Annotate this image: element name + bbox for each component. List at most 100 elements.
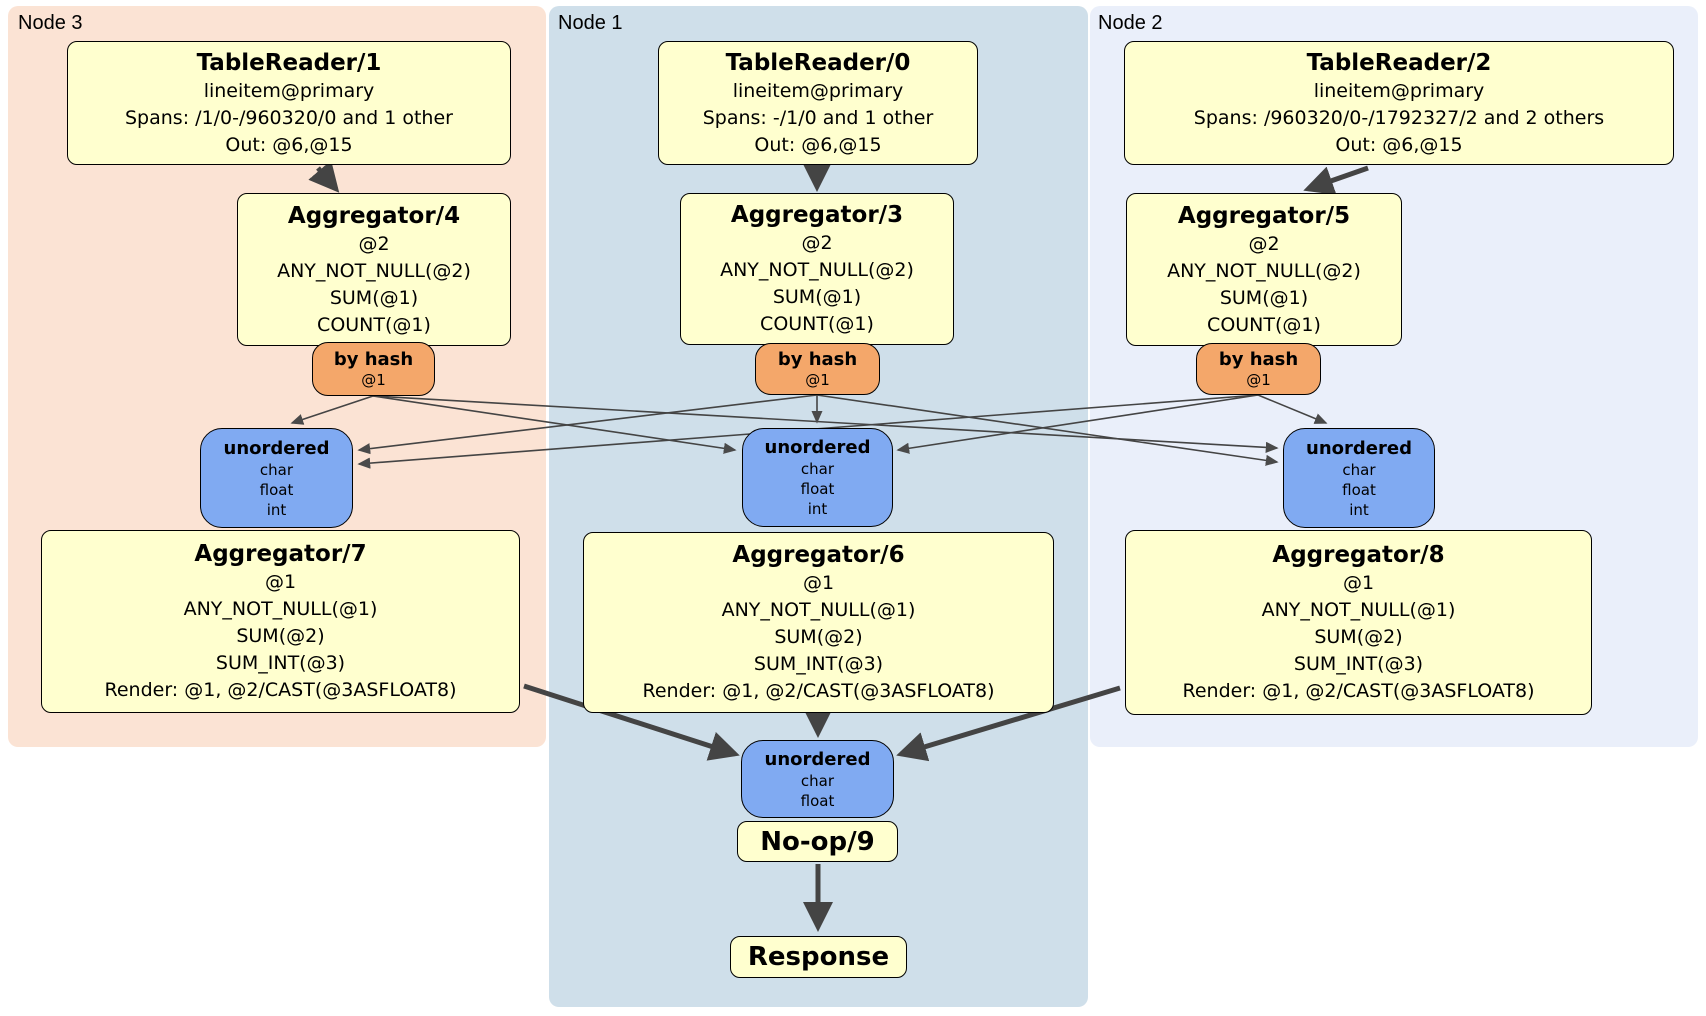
box-line: float [800,791,835,810]
box-line: SUM(@2) [774,626,863,648]
flow-arrow [523,683,740,761]
box-line: SUM(@1) [329,286,419,309]
box-line: float [800,480,835,498]
hash-route-edge [357,394,818,455]
box-title: Aggregator/7 [194,541,367,567]
box-line: @1 [802,572,835,594]
box-line: lineitem@primary [203,79,375,102]
box-line: SUM_INT(@3) [1293,653,1424,675]
hash-route-edge [1257,394,1328,424]
hash-route-edge [290,395,374,425]
box-title: unordered [1306,437,1412,459]
box-line: char [800,460,835,478]
response-box: Response [730,936,907,978]
hash-route-edge [896,394,1259,454]
box-line: SUM_INT(@3) [215,652,346,674]
box-line: COUNT(@1) [317,313,431,336]
box-line: Out: @6,@15 [1335,133,1463,156]
hash-router-node1: by hash @1 [755,343,880,395]
box-title: unordered [223,437,330,459]
box-line: @2 [801,232,833,254]
box-line: lineitem@primary [1313,79,1485,102]
box-line: Spans: /1/0-/960320/0 and 1 other [125,106,453,129]
box-title: TableReader/2 [1306,49,1492,76]
hash-route-edge [816,394,1279,466]
box-line: SUM(@2) [1314,626,1403,648]
box-line: @1 [361,370,386,389]
box-title: unordered [764,437,871,458]
box-title: Aggregator/3 [730,202,904,228]
box-lines: @1 [805,371,830,390]
box-lines: @1 [1246,371,1271,390]
box-line: Out: @6,@15 [225,133,353,156]
box-line: @1 [1246,370,1271,389]
box-line: char [259,460,294,479]
box-line: float [1342,480,1376,499]
box-line: @1 [805,370,830,389]
box-line: @2 [1248,232,1280,255]
box-line: Render: @1, @2/CAST(@3ASFLOAT8) [104,679,457,701]
box-title: unordered [764,748,871,770]
box-title: Aggregator/6 [732,542,905,568]
box-line: ANY_NOT_NULL(@2) [277,259,471,282]
box-line: COUNT(@1) [760,313,874,335]
hash-router-node2: by hash @1 [1196,343,1321,395]
noop-9-box: No-op/9 [737,821,898,862]
box-line: char [1342,460,1376,479]
box-title: TableReader/1 [196,49,382,76]
box-line: SUM(@1) [772,286,862,308]
box-line: int [1349,500,1369,519]
box-line: SUM_INT(@3) [753,653,884,675]
box-title: Aggregator/5 [1177,202,1351,229]
box-title: TableReader/0 [725,49,911,76]
box-line: ANY_NOT_NULL(@1) [183,598,378,620]
box-line: @1 [264,571,297,593]
flow-arrow [1303,165,1369,195]
box-title: Aggregator/4 [287,202,461,229]
flow-arrow [308,160,340,193]
box-title: Aggregator/8 [1272,542,1445,568]
box-line: float [259,480,294,499]
box-line: @1 [1342,572,1375,594]
box-line: @2 [358,232,390,255]
node1-label: Node 1 [558,12,623,34]
node3-label: Node 3 [18,12,83,34]
box-line: Spans: /960320/0-/1792327/2 and 2 others [1193,106,1605,129]
box-line: ANY_NOT_NULL(@2) [720,259,914,281]
box-line: ANY_NOT_NULL(@1) [1261,599,1456,621]
box-title: by hash [333,348,414,370]
box-line: int [266,500,287,519]
hash-router-node3: by hash @1 [312,342,435,396]
box-line: Render: @1, @2/CAST(@3ASFLOAT8) [1182,680,1535,702]
box-line: ANY_NOT_NULL(@2) [1167,259,1361,282]
node2-label: Node 2 [1098,12,1163,34]
hash-route-edge [372,395,737,454]
flow-arrow [896,685,1121,762]
box-line: char [800,771,835,790]
box-line: Spans: -/1/0 and 1 other [702,106,934,129]
box-title: by hash [1218,348,1299,370]
